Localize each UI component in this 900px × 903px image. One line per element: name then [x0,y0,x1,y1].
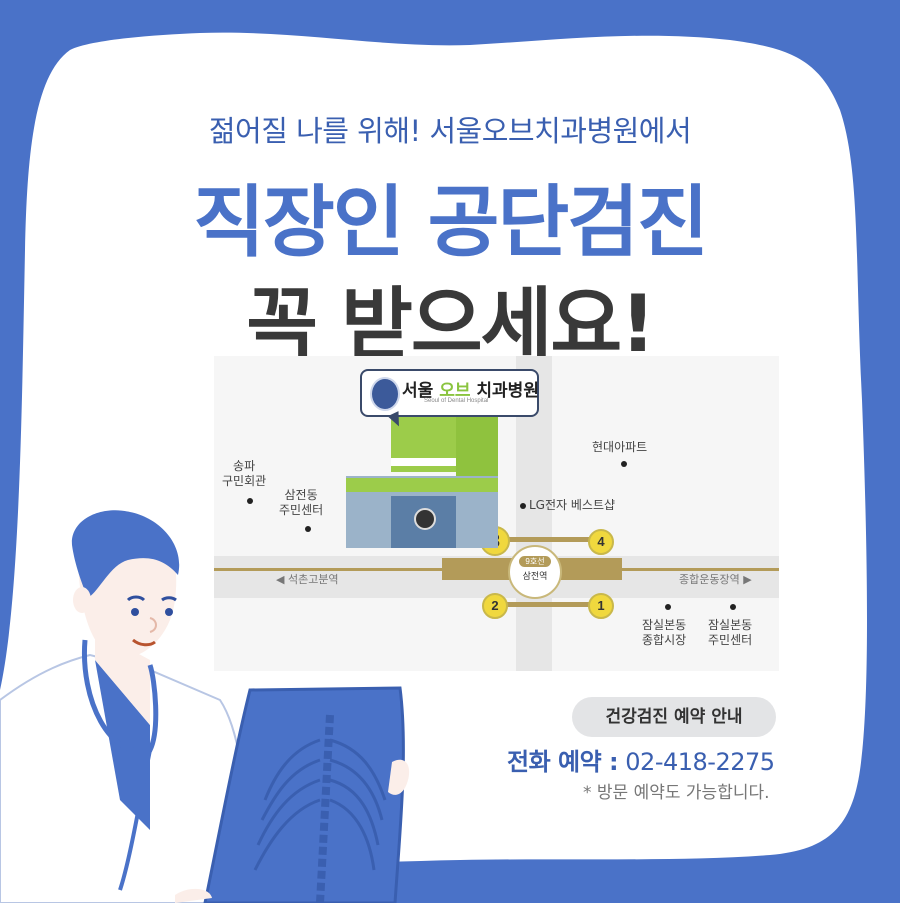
phone-label: 전화 예약 : [507,748,619,776]
sign-name-2: 오브 [439,381,471,401]
landmark-samjeon: 삼전동 주민센터 [279,488,324,517]
hospital-building [346,416,506,548]
exit-2: 2 [482,593,508,619]
station-circle: 9호선 삼전역 [508,545,562,599]
visit-reservation-note: * 방문 예약도 가능합니다. [583,783,770,803]
exit-1: 1 [588,593,614,619]
doctor-illustration [0,510,410,903]
landmark-dot [621,461,627,467]
hospital-sign: 서울 오브 치과병원 Seoul of Dental Hospital [360,369,539,417]
phone-reservation[interactable]: 전화 예약 : 02-418-2275 [507,742,775,777]
landmark-dot [730,604,736,610]
sign-name-3: 치과병원 [476,381,539,401]
landmark-jamsil-market: 잠실본동 종합시장 [642,618,687,647]
exit-4: 4 [588,529,614,555]
direction-left: ◀ 석촌고분역 [276,573,339,586]
landmark-hyundai: 현대아파트 [592,440,648,454]
phone-number[interactable]: 02-418-2275 [625,748,775,776]
subtitle: 젊어질 나를 위해! 서울오브치과병원에서 [208,114,692,148]
station-line-badge: 9호선 [519,556,551,567]
landmark-dot [305,526,311,532]
landmark-dot [520,503,526,509]
sign-name-en: Seoul of Dental Hospital [424,398,489,404]
landmark-lg: LG전자 베스트샵 [529,498,616,512]
exit-connector-bottom [504,602,602,607]
station-name: 삼전역 [522,571,548,581]
title-line-1: 직장인 공단검진 [193,178,708,268]
landmark-dot [665,604,671,610]
hospital-logo-icon [370,377,400,411]
direction-right: 종합운동장역 ▶ [679,573,752,586]
landmark-dot [247,498,253,504]
sign-name-1: 서울 [402,381,434,401]
landmark-songpa: 송파 구민회관 [222,459,267,488]
landmark-jamsil-center: 잠실본동 주민센터 [708,618,753,647]
health-check-reservation-pill: 건강검진 예약 안내 [572,697,776,737]
exit-connector-top [504,537,602,542]
location-map: 9호선 삼전역 3 4 2 1 서울 오브 치과병원 Seoul of Dent… [214,356,779,671]
title-line-2: 꼭 받으세요! [246,280,656,370]
